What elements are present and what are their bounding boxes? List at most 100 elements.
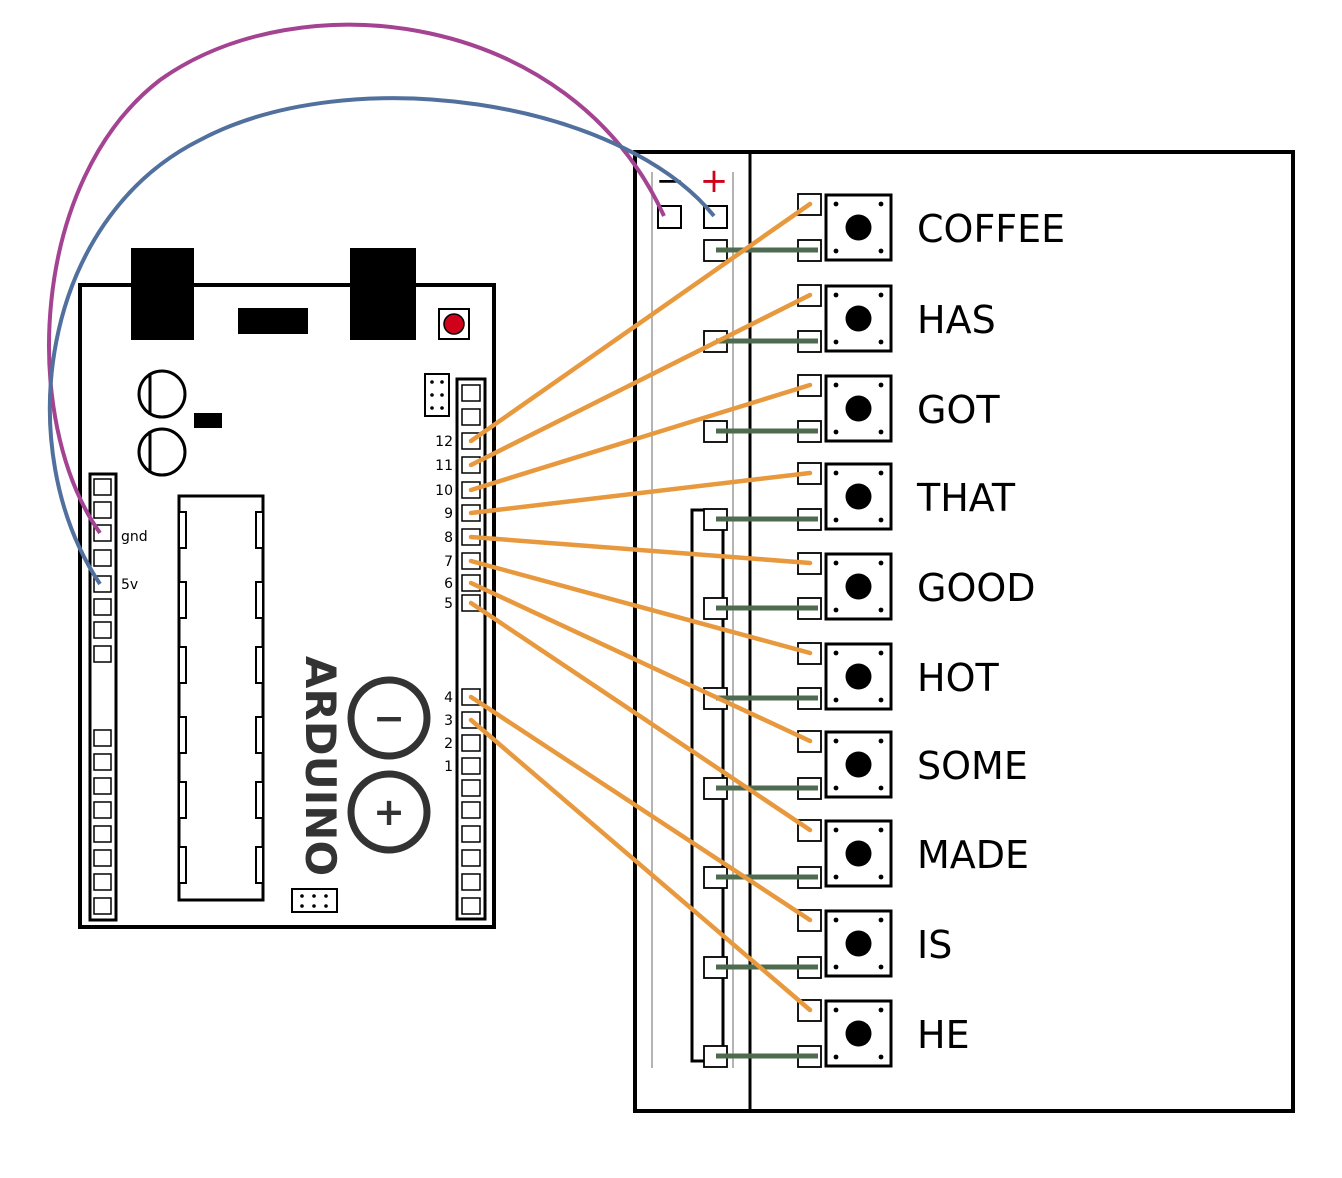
header-pin bbox=[93, 501, 112, 519]
chip-leg-left bbox=[178, 511, 187, 549]
voltage-regulator bbox=[238, 308, 308, 334]
header-pin bbox=[93, 645, 112, 663]
push-button bbox=[824, 909, 893, 978]
push-button bbox=[824, 284, 893, 353]
arduino-logo-text: ARDUINO bbox=[296, 656, 345, 876]
pin-label: 2 bbox=[444, 736, 453, 752]
button-row: MADE bbox=[703, 819, 1029, 889]
microcontroller-chip bbox=[177, 494, 265, 902]
signal-wire bbox=[468, 694, 813, 923]
button-rows: COFFEE HAS GOT THAT GOOD HOT SOME MADE IS HE bbox=[703, 193, 1065, 1068]
header-pin bbox=[461, 384, 481, 402]
arduino-logo: − + ARDUINO bbox=[296, 656, 431, 876]
button-word-label: HOT bbox=[917, 656, 999, 700]
header-pin bbox=[93, 849, 112, 867]
signal-wire bbox=[468, 534, 813, 566]
capacitor-1 bbox=[137, 369, 187, 419]
button-word-label: SOME bbox=[917, 744, 1028, 788]
chip-leg-right bbox=[255, 581, 264, 619]
push-button bbox=[824, 642, 893, 711]
push-button bbox=[824, 999, 893, 1068]
header-pin bbox=[93, 897, 112, 915]
header-pin bbox=[461, 734, 481, 752]
chip-leg-right bbox=[255, 511, 264, 549]
pin-label: 10 bbox=[435, 483, 453, 499]
push-button bbox=[824, 819, 893, 888]
button-row: HOT bbox=[703, 642, 999, 711]
header-pin bbox=[93, 621, 112, 639]
header-pin bbox=[93, 873, 112, 891]
header-pin bbox=[461, 408, 481, 426]
push-button bbox=[824, 462, 893, 531]
button-word-label: COFFEE bbox=[917, 207, 1065, 251]
signal-wire bbox=[468, 382, 813, 493]
header-pin bbox=[93, 753, 112, 771]
pin-label: 11 bbox=[435, 458, 453, 474]
button-row: GOT bbox=[703, 374, 1000, 443]
button-word-label: GOOD bbox=[917, 566, 1036, 610]
header-pin bbox=[93, 801, 112, 819]
pin-label: 7 bbox=[444, 554, 453, 570]
push-button bbox=[824, 730, 893, 799]
button-row: HAS bbox=[703, 284, 996, 353]
pin-label: 4 bbox=[444, 690, 453, 706]
header-pin bbox=[461, 825, 481, 843]
signal-wire bbox=[468, 470, 813, 516]
chip-leg-left bbox=[178, 646, 187, 684]
pin-label: 6 bbox=[444, 576, 453, 592]
header-pin bbox=[93, 729, 112, 747]
header-pin bbox=[461, 897, 481, 915]
header-pin bbox=[461, 801, 481, 819]
power-header bbox=[88, 472, 118, 922]
5v-label: 5v bbox=[121, 577, 138, 593]
reset-button bbox=[443, 313, 465, 335]
chip-leg-left bbox=[178, 846, 187, 884]
icsp-header-top bbox=[424, 373, 450, 417]
rail-plus-sign: + bbox=[700, 161, 729, 201]
power-header-pins bbox=[93, 478, 112, 915]
signal-wires bbox=[468, 201, 813, 1013]
header-pin bbox=[461, 849, 481, 867]
header-pin bbox=[461, 779, 481, 797]
button-word-label: IS bbox=[917, 923, 952, 967]
button-word-label: MADE bbox=[917, 833, 1029, 877]
button-row: IS bbox=[703, 909, 952, 979]
logo-minus-sign: − bbox=[373, 696, 405, 740]
chip-leg-right bbox=[255, 846, 264, 884]
pin-label: 1 bbox=[444, 759, 453, 775]
push-button bbox=[824, 374, 893, 443]
button-word-label: GOT bbox=[917, 388, 1000, 432]
button-word-label: HE bbox=[917, 1013, 970, 1057]
header-pin bbox=[93, 478, 112, 496]
chip-leg-right bbox=[255, 646, 264, 684]
signal-wire bbox=[468, 201, 813, 444]
chip-leg-left bbox=[178, 781, 187, 819]
button-row: HE bbox=[703, 999, 970, 1068]
button-word-label: THAT bbox=[916, 476, 1016, 520]
signal-wire bbox=[468, 600, 813, 833]
pin-label: 5 bbox=[444, 596, 453, 612]
header-pin bbox=[93, 825, 112, 843]
5v-wire bbox=[47, 96, 716, 586]
button-row: SOME bbox=[703, 730, 1028, 800]
pin-label: 12 bbox=[435, 434, 453, 450]
push-button bbox=[824, 193, 893, 262]
header-pin bbox=[93, 549, 112, 567]
chip-leg-right bbox=[255, 781, 264, 819]
pin-label: 3 bbox=[444, 713, 453, 729]
signal-wire bbox=[468, 292, 813, 468]
crystal bbox=[194, 413, 222, 428]
signal-wire bbox=[468, 580, 813, 744]
pin-label: 8 bbox=[444, 530, 453, 546]
power-jack bbox=[350, 248, 416, 340]
button-word-label: HAS bbox=[917, 298, 996, 342]
chip-leg-left bbox=[178, 581, 187, 619]
push-button bbox=[824, 552, 893, 621]
header-pin bbox=[93, 777, 112, 795]
logo-plus-sign: + bbox=[373, 790, 405, 834]
chip-leg-left bbox=[178, 716, 187, 754]
button-row: GOOD bbox=[703, 552, 1036, 621]
